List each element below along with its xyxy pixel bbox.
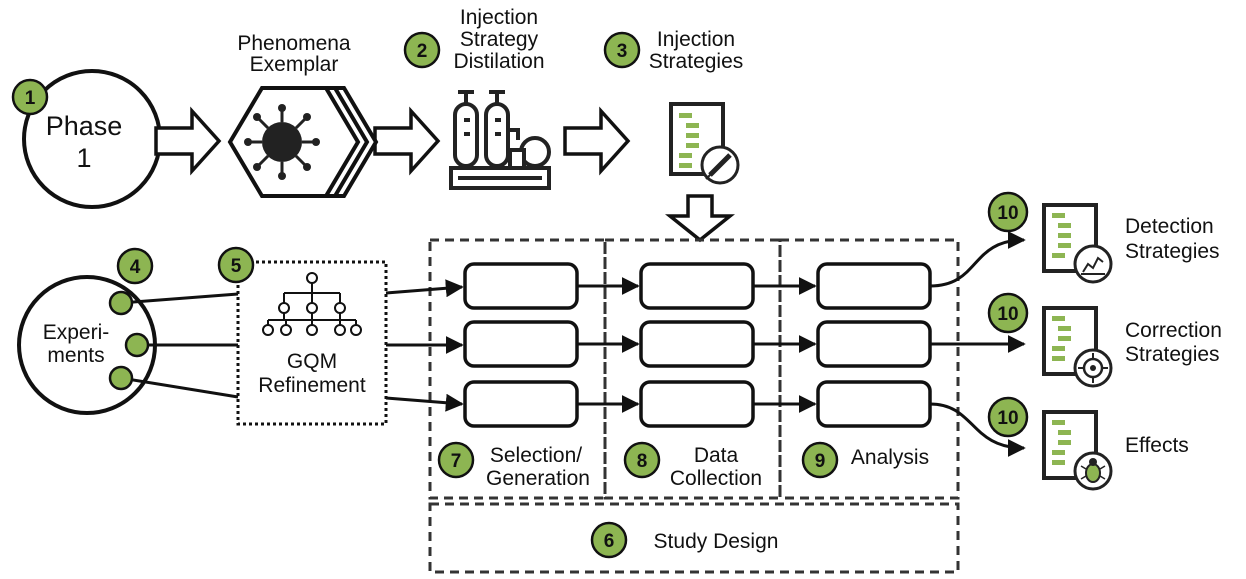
selection-label-2: Generation	[486, 467, 590, 490]
gqm-label-1: GQM	[287, 350, 337, 373]
flow-arrow-3	[563, 106, 631, 176]
svg-text:10: 10	[997, 304, 1018, 325]
selection-label-1: Selection/	[490, 444, 582, 467]
document-target-icon	[1042, 306, 1113, 388]
svg-text:1: 1	[25, 88, 36, 109]
svg-text:9: 9	[815, 451, 826, 472]
step-badge-4: 4	[116, 247, 154, 285]
experiments-label-2: ments	[47, 344, 104, 367]
svg-text:3: 3	[617, 41, 628, 62]
svg-text:8: 8	[637, 451, 648, 472]
analysis-box-3	[816, 380, 932, 428]
distill-label-2: Strategy	[460, 28, 539, 51]
phase-label-line1: Phase	[46, 111, 123, 141]
port-dot-1	[108, 290, 134, 316]
svg-text:10: 10	[997, 203, 1018, 224]
analysis-box-2	[816, 320, 932, 368]
experiments-label-1: Experi-	[43, 321, 110, 344]
step-badge-10-effects: 10	[987, 396, 1029, 438]
virus-hexagon-stack-icon	[227, 86, 379, 198]
document-chart-icon	[1042, 203, 1113, 284]
phenomena-label-2: Exemplar	[250, 53, 339, 76]
step-badge-5: 5	[217, 246, 255, 284]
strategies-label-2: Strategies	[649, 50, 744, 73]
step-badge-10-detection: 10	[987, 191, 1029, 233]
selection-box-2	[463, 320, 579, 368]
correction-label-1: Correction	[1125, 319, 1222, 342]
port-dot-2	[124, 332, 150, 358]
step-badge-3: 3	[603, 31, 641, 69]
flow-arrow-down	[665, 194, 735, 243]
document-bug-icon	[1042, 410, 1113, 491]
gqm-label-2: Refinement	[258, 374, 366, 397]
effects-label: Effects	[1125, 434, 1189, 457]
document-syringe-icon	[669, 102, 740, 185]
flow-arrow-1	[154, 106, 222, 176]
stage-analysis-box	[778, 238, 960, 500]
detection-label-2: Strategies	[1125, 240, 1220, 263]
analysis-label: Analysis	[851, 446, 929, 469]
detection-label-1: Detection	[1125, 215, 1214, 238]
step-badge-8: 8	[623, 441, 661, 479]
strategies-label-1: Injection	[657, 28, 735, 51]
distillation-apparatus-icon	[449, 90, 551, 190]
flow-connectors	[385, 231, 1026, 457]
collection-box-1	[639, 262, 755, 310]
phenomena-label-1: Phenomena	[237, 32, 351, 55]
step-badge-6: 6	[590, 521, 628, 559]
flow-arrow-2	[373, 106, 441, 176]
connector-exp-3	[120, 376, 239, 399]
distill-label-1: Injection	[460, 6, 538, 29]
analysis-box-1	[816, 262, 932, 310]
study-design-label: Study Design	[654, 530, 779, 553]
step-badge-2: 2	[403, 31, 441, 69]
gqm-tree-icon	[262, 272, 362, 336]
step-badge-1: 1	[11, 78, 49, 116]
svg-text:6: 6	[604, 531, 615, 552]
step-badge-9: 9	[801, 441, 839, 479]
distill-label-3: Distilation	[453, 50, 544, 73]
svg-text:5: 5	[231, 256, 242, 277]
svg-text:4: 4	[130, 257, 141, 278]
svg-text:2: 2	[417, 41, 428, 62]
data-label-1: Data	[694, 444, 739, 467]
selection-box-1	[463, 262, 579, 310]
svg-text:10: 10	[997, 408, 1018, 429]
phase-label-line2: 1	[76, 143, 91, 173]
port-dot-3	[108, 365, 134, 391]
step-badge-7: 7	[437, 441, 475, 479]
study-design-box	[428, 502, 960, 574]
correction-label-2: Strategies	[1125, 343, 1220, 366]
svg-text:7: 7	[451, 451, 462, 472]
data-label-2: Collection	[670, 467, 762, 490]
connector-exp-1	[120, 292, 239, 305]
collection-box-3	[639, 380, 755, 428]
gqm-box	[236, 260, 388, 426]
selection-box-3	[463, 380, 579, 428]
step-badge-10-correction: 10	[987, 292, 1029, 334]
collection-box-2	[639, 320, 755, 368]
